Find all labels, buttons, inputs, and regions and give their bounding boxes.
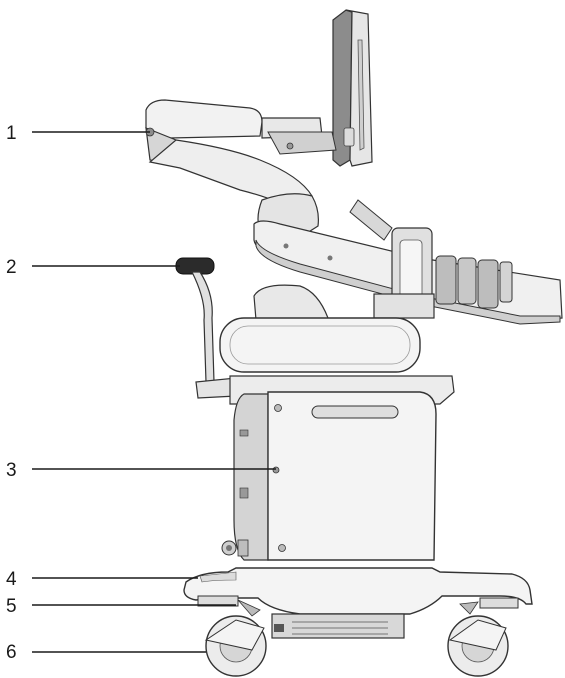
callout-1: 1: [6, 123, 150, 144]
rear-handle: [175, 257, 237, 399]
caster-rear: [447, 597, 519, 677]
base: [183, 567, 533, 639]
callout-number: 1: [6, 123, 17, 144]
callout-number: 4: [6, 569, 17, 590]
probe-holder-group: [435, 255, 513, 309]
callout-number: 6: [6, 642, 17, 663]
main-body: [221, 391, 437, 561]
control-panel: [253, 199, 563, 325]
callout-5: 5: [6, 596, 236, 617]
callout-number: 2: [6, 257, 17, 278]
base-vent: [292, 621, 388, 635]
callout-6: 6: [6, 642, 206, 663]
callout-2: 2: [6, 257, 180, 278]
callout-number: 5: [6, 596, 17, 617]
panel-support: [373, 293, 435, 319]
callout-number: 3: [6, 460, 17, 481]
upper-storage: [219, 284, 421, 373]
callout-3: 3: [6, 460, 276, 481]
callout-4: 4: [6, 569, 198, 590]
caster-front: [197, 595, 267, 677]
monitor: [332, 9, 373, 167]
